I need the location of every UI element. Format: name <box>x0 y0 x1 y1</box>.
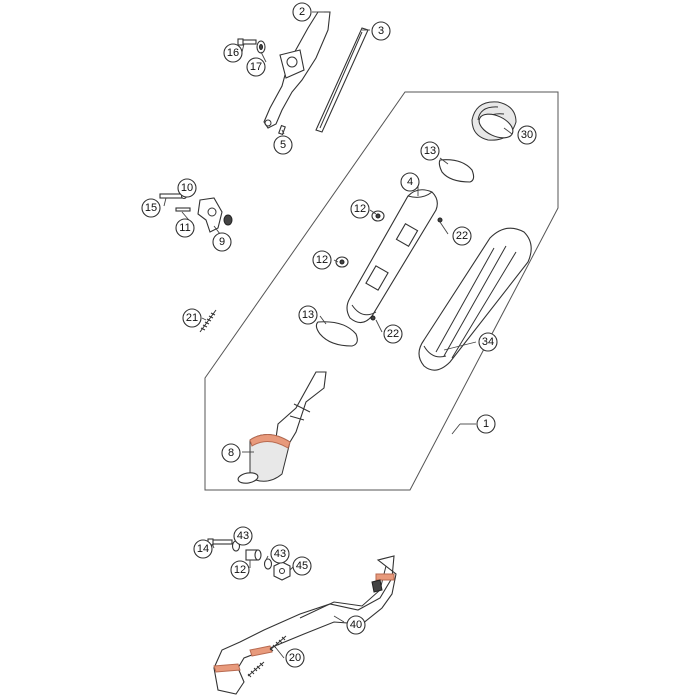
svg-text:34: 34 <box>482 336 494 348</box>
bolt-15 <box>159 193 183 199</box>
nut-45 <box>273 561 291 581</box>
callout-43-upper: 43 <box>233 526 253 546</box>
callout-45: 45 <box>292 556 312 576</box>
svg-text:16: 16 <box>227 47 239 59</box>
svg-text:8: 8 <box>228 447 234 459</box>
callout-13-upper: 13 <box>420 141 440 161</box>
callout-12-middle: 12 <box>312 250 332 270</box>
svg-text:43: 43 <box>237 530 249 542</box>
svg-text:43: 43 <box>274 548 286 560</box>
callout-22-lower: 22 <box>383 324 403 344</box>
gasket-13-upper <box>438 159 475 183</box>
bolt-14 <box>207 538 233 546</box>
svg-text:45: 45 <box>296 560 308 572</box>
callout-40: 40 <box>346 615 366 635</box>
washer-43-lower <box>263 558 273 570</box>
svg-text:14: 14 <box>197 543 209 555</box>
callout-11: 11 <box>175 218 195 238</box>
bolt-16 <box>237 38 257 46</box>
callout-1: 1 <box>476 414 496 434</box>
callout-15: 15 <box>141 198 161 218</box>
callout-16: 16 <box>223 43 243 63</box>
svg-text:20: 20 <box>289 652 301 664</box>
callout-9: 9 <box>212 232 232 252</box>
callout-2: 2 <box>292 2 312 22</box>
svg-text:5: 5 <box>280 139 286 151</box>
svg-text:40: 40 <box>350 619 362 631</box>
svg-text:11: 11 <box>179 222 190 234</box>
callout-4: 4 <box>400 172 420 192</box>
washer-17 <box>256 40 266 54</box>
spring-21 <box>199 309 217 333</box>
svg-text:13: 13 <box>424 145 436 157</box>
nut-12b <box>335 256 349 268</box>
svg-text:12: 12 <box>316 254 328 266</box>
svg-text:12: 12 <box>354 203 366 215</box>
callout-10: 10 <box>177 178 197 198</box>
svg-text:12: 12 <box>234 564 246 576</box>
callout-21: 21 <box>182 308 202 328</box>
callout-20: 20 <box>285 648 305 668</box>
heat-shield-strip <box>315 27 369 133</box>
clamp-group <box>159 192 233 233</box>
assembly-frame <box>204 91 559 491</box>
svg-text:22: 22 <box>456 230 468 242</box>
header-pipe-40 <box>213 555 397 695</box>
svg-text:9: 9 <box>219 236 225 248</box>
svg-text:22: 22 <box>387 328 399 340</box>
svg-text:1: 1 <box>483 418 489 430</box>
svg-text:4: 4 <box>407 176 413 188</box>
svg-text:30: 30 <box>521 129 533 141</box>
callout-5: 5 <box>273 135 293 155</box>
svg-text:21: 21 <box>186 312 198 324</box>
spacer-12-lower <box>245 549 262 561</box>
callout-3: 3 <box>371 21 391 41</box>
gasket-13-lower <box>315 321 358 347</box>
svg-text:2: 2 <box>299 6 305 18</box>
muffler-sleeve-34 <box>418 227 532 371</box>
springs-20 <box>247 635 287 678</box>
callout-22-upper: 22 <box>452 226 472 246</box>
callout-12-upper: 12 <box>350 199 370 219</box>
svg-text:15: 15 <box>145 202 157 214</box>
rivet-22-lower <box>370 315 376 321</box>
callouts: 2 3 16 17 5 10 15 11 9 21 30 13 4 12 22 … <box>141 2 537 668</box>
callout-13-lower: 13 <box>298 305 318 325</box>
callout-8: 8 <box>221 443 241 463</box>
rivet-22-upper <box>437 217 443 223</box>
callout-17: 17 <box>246 57 266 77</box>
bracket-part <box>263 11 331 129</box>
callout-14: 14 <box>193 539 213 559</box>
callout-34: 34 <box>478 332 498 352</box>
callout-30: 30 <box>517 125 537 145</box>
svg-text:3: 3 <box>378 25 384 37</box>
callout-12-lower: 12 <box>230 560 250 580</box>
inlet-cone-8 <box>237 371 327 484</box>
bolt-11 <box>175 207 191 212</box>
clamp-9 <box>197 197 223 233</box>
svg-text:13: 13 <box>302 309 314 321</box>
svg-text:17: 17 <box>250 61 262 73</box>
callout-43-lower: 43 <box>270 544 290 564</box>
end-cap-30 <box>471 101 517 141</box>
svg-text:10: 10 <box>181 182 193 194</box>
